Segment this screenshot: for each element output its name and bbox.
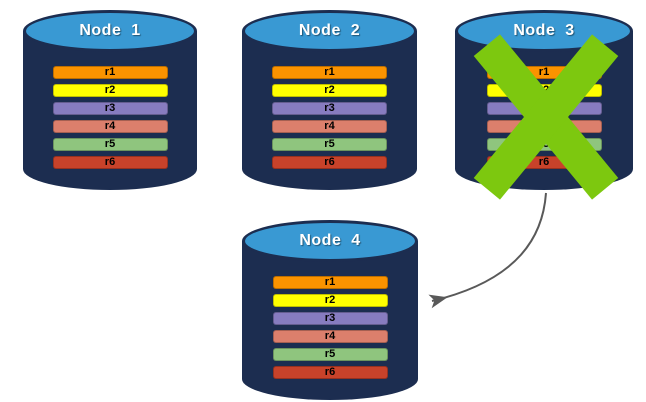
node-4-record-r1: r1 (272, 276, 388, 289)
node-2-record-r1: r1 (272, 66, 387, 79)
node-4-record-r2: r2 (272, 294, 388, 307)
node-2-label: Node 2 (298, 22, 361, 39)
node-2-records: r1 r2 r3 r4 r5 r6 (242, 66, 417, 169)
node-4: Node 4 r1 r2 r3 r4 r5 r6 (242, 220, 418, 400)
node-1-record-r4: r4 (52, 120, 168, 133)
node-1-record-r1: r1 (52, 66, 168, 79)
node-4-label: Node 4 (299, 232, 361, 249)
node-4-records: r1 r2 r3 r4 r5 r6 (242, 276, 418, 379)
node-1-cylinder-top: Node 1 (23, 10, 197, 52)
node-1-label: Node 1 (79, 22, 141, 39)
node-2-record-r6: r6 (272, 156, 387, 169)
node-1-records: r1 r2 r3 r4 r5 r6 (23, 66, 197, 169)
node-2-cylinder-top: Node 2 (242, 10, 417, 52)
node-4-record-r5: r5 (272, 348, 388, 361)
node-3: Node 3 r1 r2 r3 r4 r5 r6 (455, 10, 633, 200)
node-4-record-r4: r4 (272, 330, 388, 343)
node-1-record-r2: r2 (52, 84, 168, 97)
node-2-record-r4: r4 (272, 120, 387, 133)
node-4-cylinder-top: Node 4 (242, 220, 418, 262)
node-2: Node 2 r1 r2 r3 r4 r5 r6 (242, 10, 417, 190)
node-2-record-r2: r2 (272, 84, 387, 97)
failure-x-icon (473, 33, 619, 200)
failover-arrow-path (428, 192, 547, 309)
node-2-record-r5: r5 (272, 138, 387, 151)
node-3-label: Node 3 (513, 22, 575, 39)
node-2-record-r3: r3 (272, 102, 387, 115)
node-1: Node 1 r1 r2 r3 r4 r5 r6 (23, 10, 197, 190)
node-4-record-r3: r3 (272, 312, 388, 325)
node-1-record-r5: r5 (52, 138, 168, 151)
node-1-record-r6: r6 (52, 156, 168, 169)
node-4-record-r6: r6 (272, 366, 388, 379)
node-1-record-r3: r3 (52, 102, 168, 115)
